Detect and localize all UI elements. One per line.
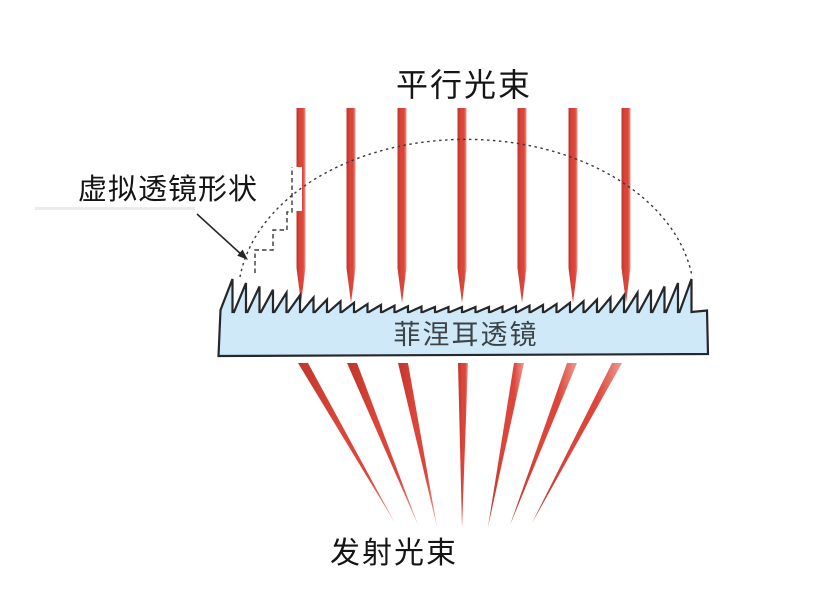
annotation-arrow xyxy=(196,213,248,260)
label-emitted-beams: 发射光束 xyxy=(330,536,458,571)
emitted-beam-2 xyxy=(347,363,418,525)
fresnel-lens-shape xyxy=(217,278,710,358)
arrow-shaft xyxy=(196,213,244,257)
virtual-lens-steps xyxy=(254,167,293,273)
arrow-head xyxy=(237,249,248,260)
parallel-beam-3 xyxy=(397,108,407,303)
parallel-beam-2 xyxy=(346,108,356,303)
emitted-beam-5 xyxy=(488,363,524,527)
parallel-beam-4 xyxy=(457,108,467,303)
parallel-beams-group xyxy=(296,108,631,303)
emitted-beam-4 xyxy=(458,363,468,528)
parallel-beam-6 xyxy=(568,108,578,303)
emitted-beam-7 xyxy=(532,363,622,523)
label-fresnel-lens: 菲涅耳透镜 xyxy=(394,320,539,351)
emitted-beam-3 xyxy=(398,363,437,527)
emitted-beam-1 xyxy=(298,363,395,523)
title-parallel-beams: 平行光束 xyxy=(396,66,532,104)
label-virtual-lens-shape: 虚拟透镜形状 xyxy=(78,172,258,206)
virtual-lens-arc xyxy=(239,138,693,278)
parallel-beam-7 xyxy=(621,108,631,303)
emitted-beams-group xyxy=(298,363,622,528)
emitted-beam-6 xyxy=(510,363,577,525)
parallel-beam-5 xyxy=(517,108,527,303)
scan-artifact-line xyxy=(35,207,195,210)
